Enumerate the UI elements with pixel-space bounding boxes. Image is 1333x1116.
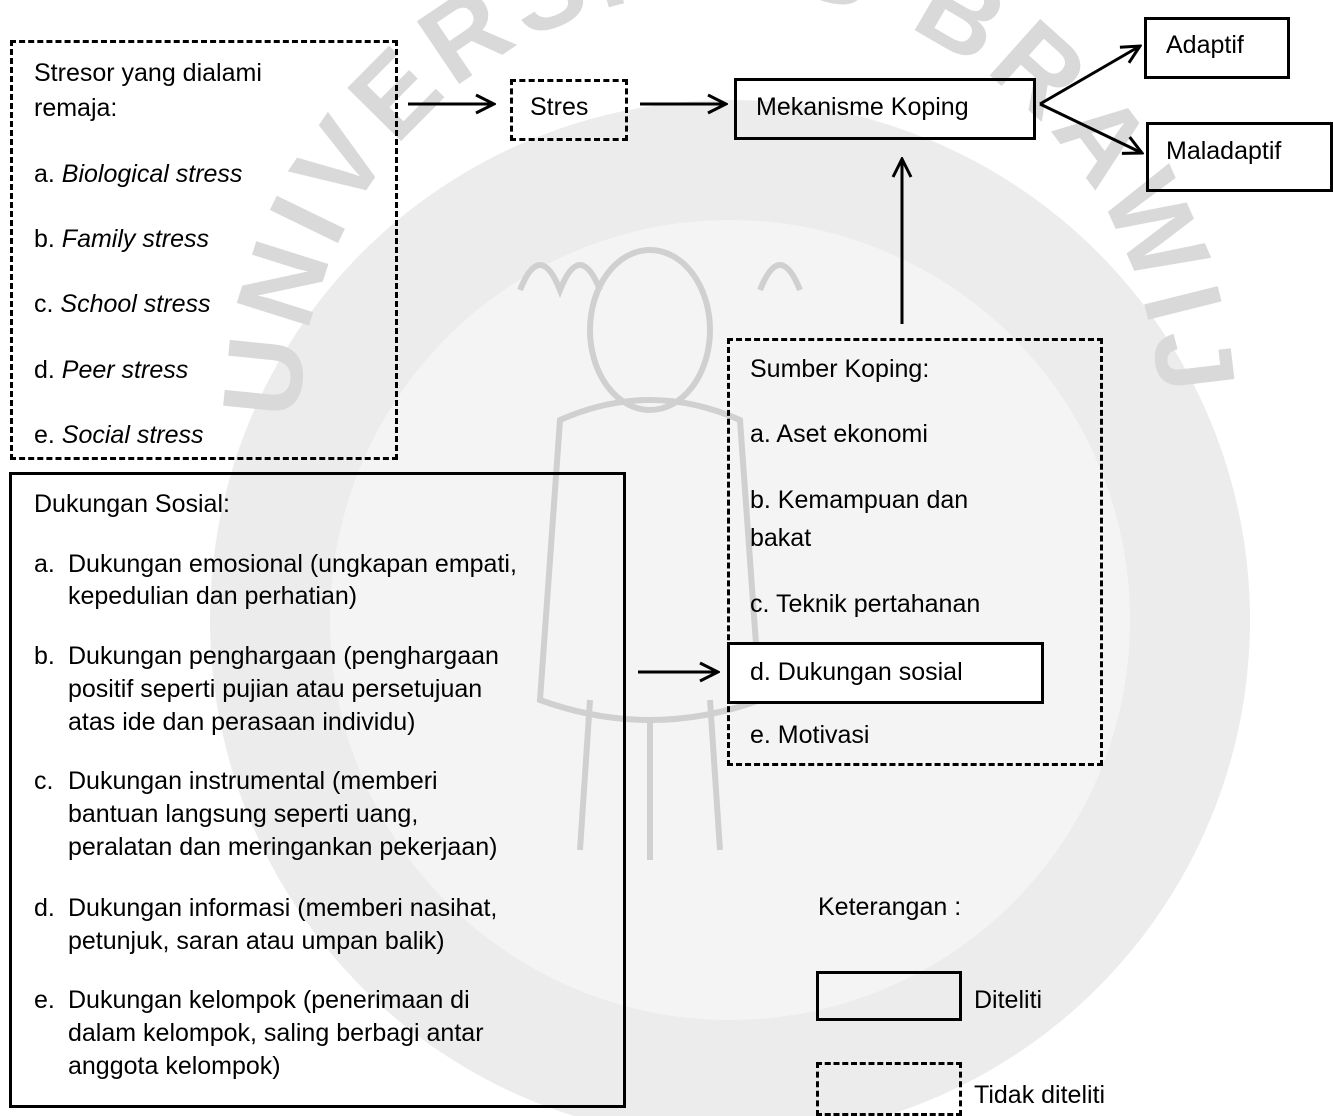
dukungan-sosial-title: Dukungan Sosial: xyxy=(34,490,230,518)
mekanisme-koping-box xyxy=(734,78,1036,140)
sumber-item-e: e. Motivasi xyxy=(750,721,870,749)
arrow-koping-to-adaptif xyxy=(1039,46,1140,106)
stresor-box xyxy=(10,40,398,460)
legend-title: Keterangan : xyxy=(818,893,962,921)
sumber-item-b-line1: b. Kemampuan dan xyxy=(750,486,969,514)
maladaptif-box xyxy=(1146,122,1333,192)
stresor-item-c: c. School stress xyxy=(34,290,211,318)
stres-label: Stres xyxy=(530,93,589,121)
sumber-item-c: c. Teknik pertahanan xyxy=(750,590,981,618)
sumber-item-b-line2: bakat xyxy=(750,524,812,552)
stres-box xyxy=(510,79,628,141)
stresor-title-line1: Stresor yang dialami xyxy=(34,59,262,87)
legend-dashed-swatch xyxy=(816,1062,962,1116)
maladaptif-label: Maladaptif xyxy=(1166,137,1282,165)
stresor-item-e: e. Social stress xyxy=(34,421,204,449)
adaptif-label: Adaptif xyxy=(1166,31,1244,59)
stresor-item-d: d. Peer stress xyxy=(34,356,189,384)
legend-diteliti-label: Diteliti xyxy=(974,986,1043,1014)
mekanisme-koping-label: Mekanisme Koping xyxy=(756,93,969,121)
stresor-item-a: a. Biological stress xyxy=(34,160,243,188)
legend-solid-swatch xyxy=(816,971,962,1021)
sumber-koping-box xyxy=(727,338,1103,766)
adaptif-box xyxy=(1144,17,1290,79)
sumber-item-d: d. Dukungan sosial xyxy=(750,658,963,686)
dukungan-sosial-box xyxy=(9,472,626,1108)
sumber-item-a: a. Aset ekonomi xyxy=(750,420,928,448)
dukungan-sosial-highlight-box xyxy=(727,642,1044,704)
stresor-title-line2: remaja: xyxy=(34,94,118,122)
stresor-item-b: b. Family stress xyxy=(34,225,210,253)
arrow-koping-to-maladaptif xyxy=(1039,102,1142,153)
legend-tidak-diteliti-label: Tidak diteliti xyxy=(974,1081,1106,1109)
sumber-koping-title: Sumber Koping: xyxy=(750,355,930,383)
